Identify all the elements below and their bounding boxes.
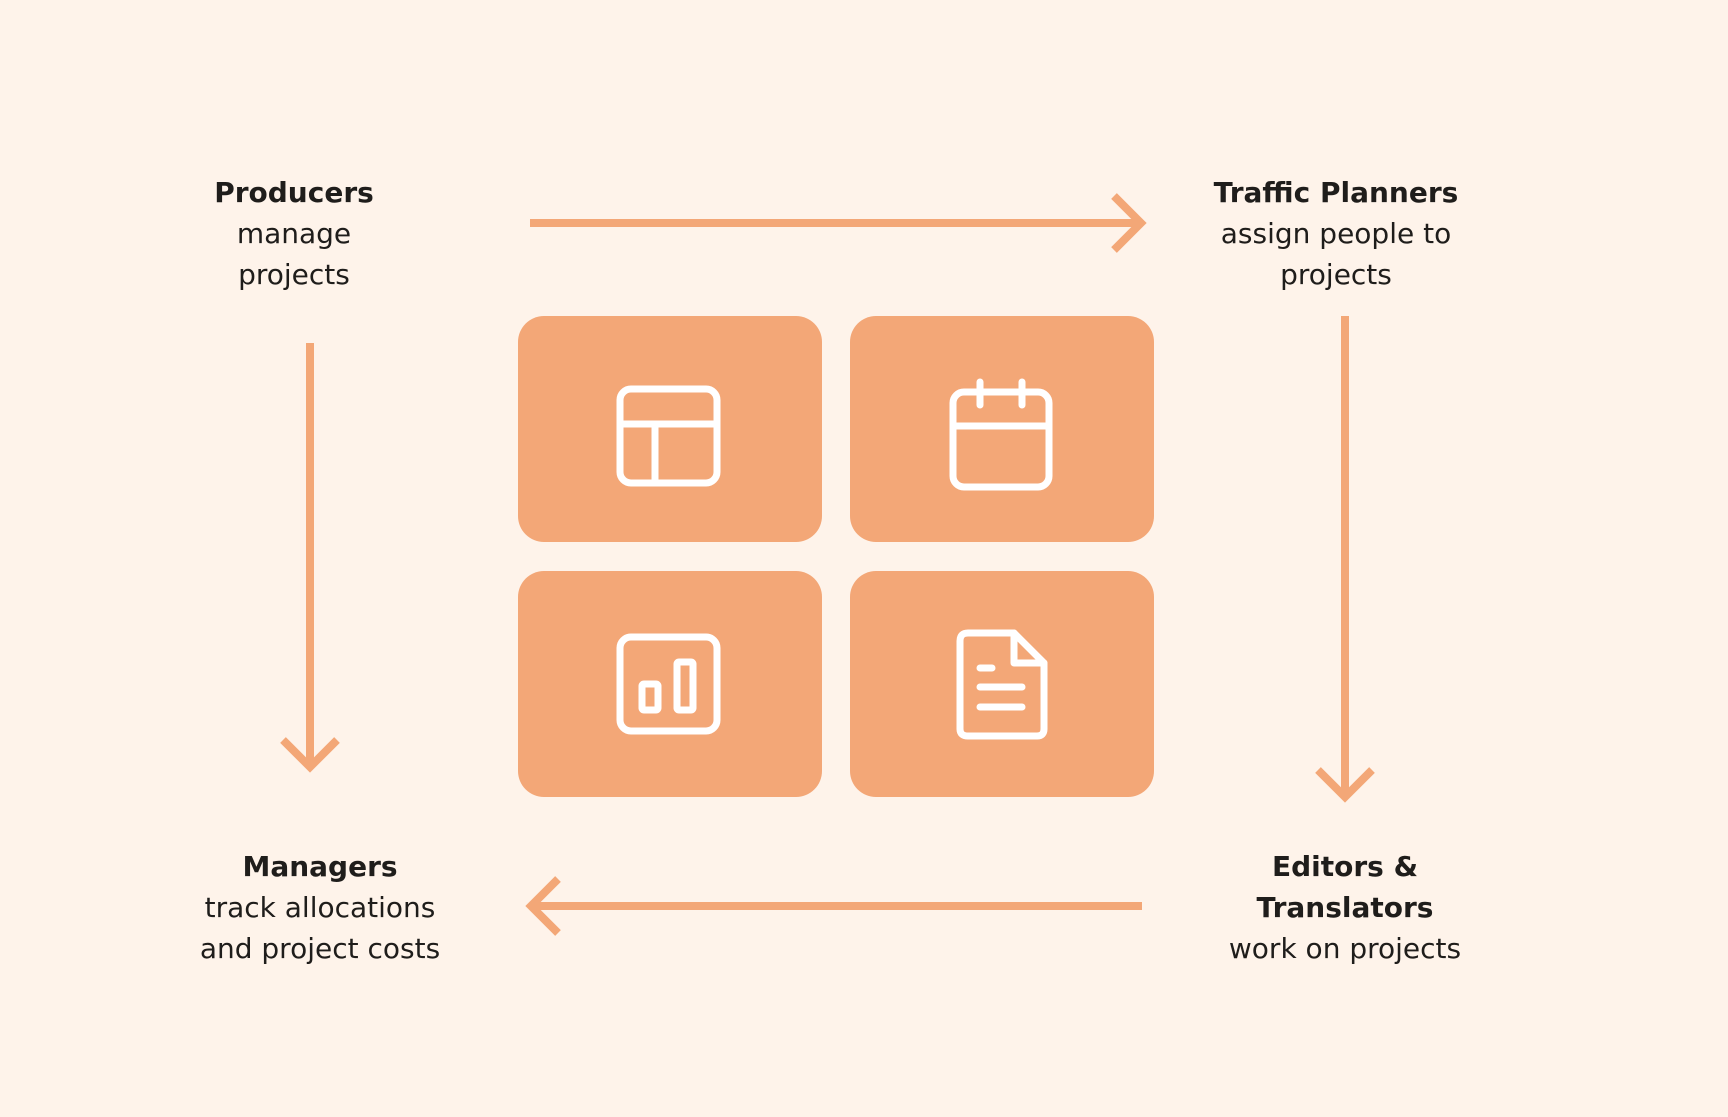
role-producers-desc-line: manage (236, 217, 352, 250)
arrow-managers-to-producers (280, 343, 340, 773)
tile-layout (518, 316, 822, 542)
calendar-icon (949, 378, 1053, 491)
role-traffic-planners-title: Traffic Planners (1213, 176, 1459, 209)
role-managers-desc-line: and project costs (199, 932, 441, 965)
arrow-planners-to-editors (1315, 316, 1375, 803)
role-editors-translators-title-line: Editors & (1271, 850, 1419, 883)
role-producers: Producers manage projects (214, 172, 374, 295)
role-traffic-planners-desc-line: assign people to (1220, 217, 1452, 250)
role-managers: Managers track allocations and project c… (200, 846, 440, 969)
layout-icon (616, 385, 721, 487)
role-editors-translators-title-line: Translators (1256, 891, 1434, 924)
bar-chart-icon (616, 633, 721, 735)
role-managers-title: Managers (242, 850, 398, 883)
arrow-editors-to-managers (525, 876, 1142, 936)
tile-calendar (850, 316, 1154, 542)
role-managers-desc-line: track allocations (204, 891, 436, 924)
arrow-producers-to-planners (530, 193, 1147, 253)
role-producers-title: Producers (214, 176, 374, 209)
role-editors-translators: Editors & Translators work on projects (1229, 846, 1461, 969)
role-traffic-planners: Traffic Planners assign people to projec… (1214, 172, 1459, 295)
role-producers-desc-line: projects (238, 258, 350, 291)
tile-document (850, 571, 1154, 797)
tile-bar-chart (518, 571, 822, 797)
role-traffic-planners-desc-line: projects (1280, 258, 1392, 291)
role-editors-translators-desc-line: work on projects (1228, 932, 1462, 965)
document-icon (956, 629, 1048, 740)
